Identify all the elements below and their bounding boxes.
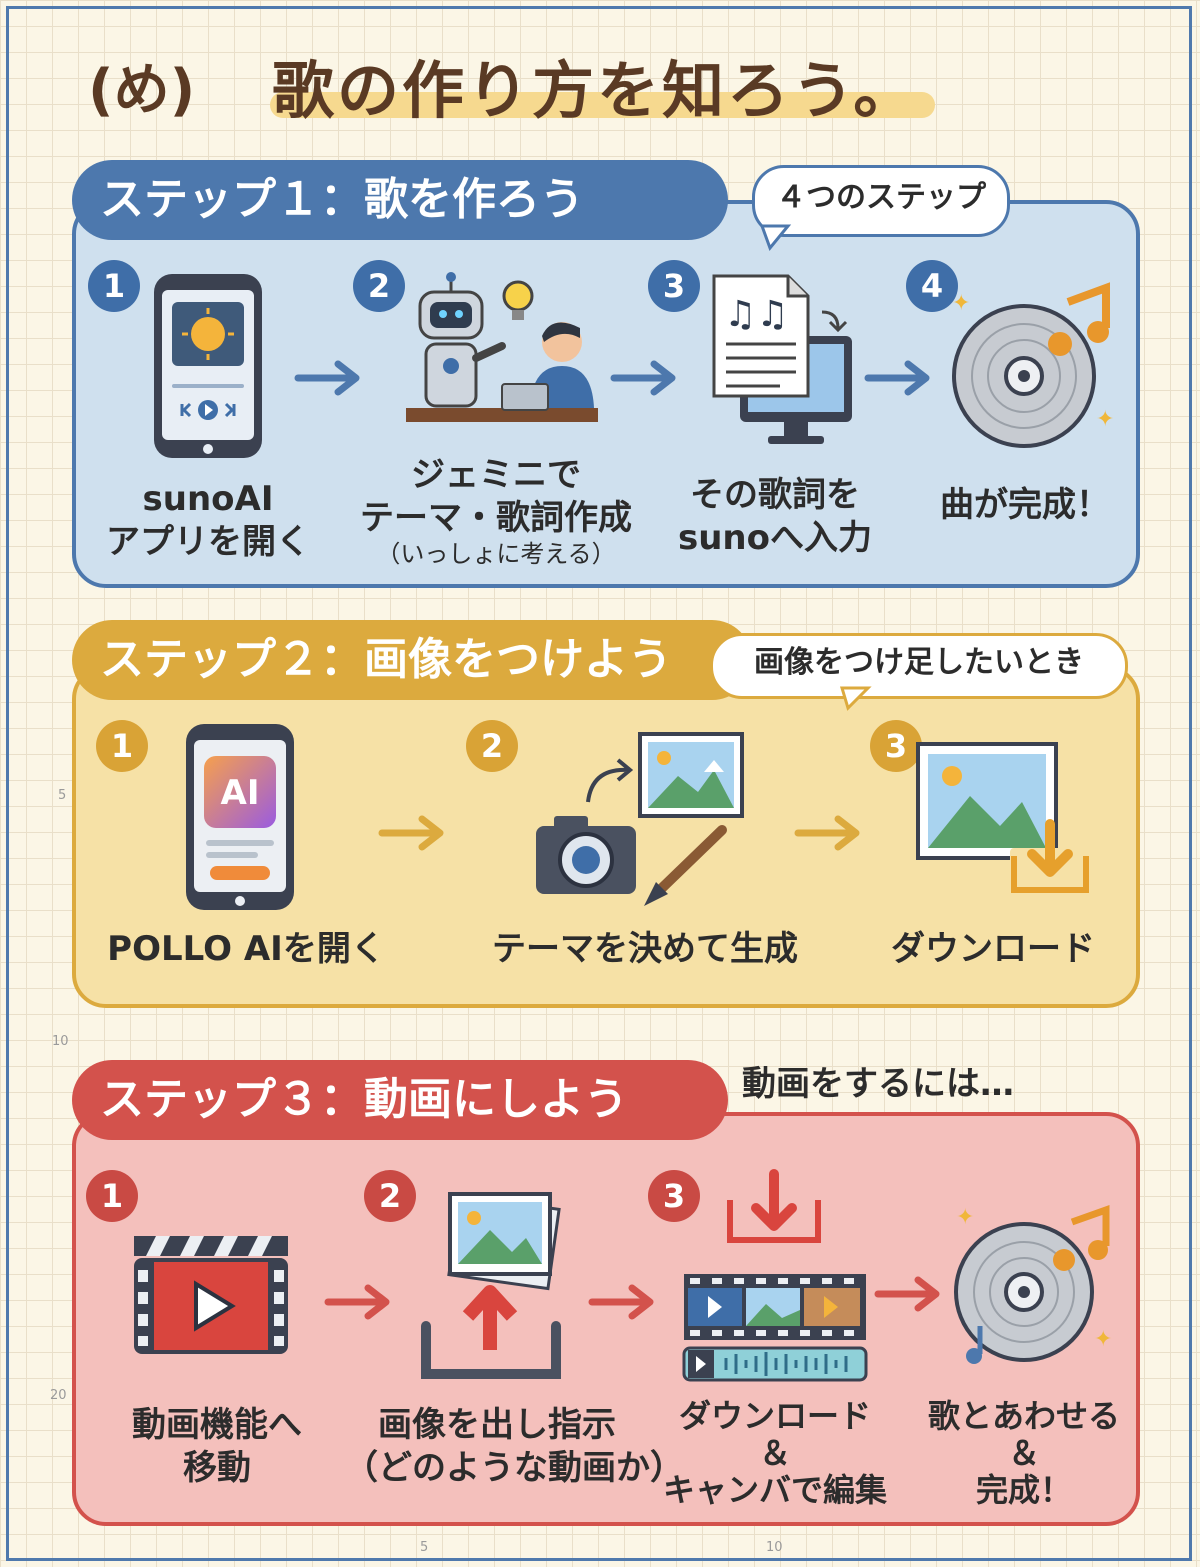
arrow-right-icon bbox=[294, 360, 360, 396]
svg-text:♫♫: ♫♫ bbox=[724, 294, 789, 335]
arrow-right-icon bbox=[794, 815, 860, 851]
step3-label-2-line1: 画像を出し指示 bbox=[378, 1405, 616, 1445]
smartphone-music-player-icon bbox=[154, 274, 262, 458]
page-title: 歌の作り方を知ろう。 bbox=[272, 54, 919, 127]
step2-label-3: ダウンロード bbox=[891, 929, 1095, 969]
ruler-tick: 5 bbox=[420, 1540, 429, 1555]
step2-speech-bubble: 画像をつけ足したいとき bbox=[710, 633, 1128, 699]
svg-text:✦: ✦ bbox=[1096, 407, 1114, 432]
video-edit-timeline-icon bbox=[682, 1169, 868, 1382]
step3-label-3: ダウンロード ＆ キャンバで編集 bbox=[650, 1398, 900, 1508]
svg-text:✦: ✦ bbox=[956, 1205, 974, 1230]
step2-number-2: 2 bbox=[466, 720, 518, 772]
music-disc-icon: ✦ ✦ bbox=[952, 282, 1114, 448]
arrow-right-icon bbox=[864, 360, 930, 396]
step1-label-2-line3: （いっしょに考える） bbox=[376, 540, 616, 568]
step3-label-4: 歌とあわせる ＆ 完成！ bbox=[906, 1398, 1142, 1508]
step1-number-4: 4 bbox=[906, 260, 958, 312]
ruler-tick: 20 bbox=[50, 1388, 67, 1403]
step3-number-3: 3 bbox=[648, 1170, 700, 1222]
camera-picture-brush-icon bbox=[536, 732, 744, 906]
title-prefix: (め) bbox=[88, 58, 196, 123]
step2-label-1: POLLO AIを開く bbox=[107, 929, 385, 969]
step1-label-2-line1: ジェミニで bbox=[411, 455, 581, 495]
step3-label-3-line2: ＆ bbox=[758, 1433, 791, 1472]
step3-label-4-line2: ＆ bbox=[1007, 1433, 1040, 1472]
step1-label-1-line1: sunoAI bbox=[142, 479, 274, 519]
step3-banner: ステップ３：動画にしよう bbox=[72, 1060, 728, 1140]
arrow-right-icon bbox=[588, 1284, 654, 1320]
step3-label-1: 動画機能へ 移動 bbox=[92, 1404, 342, 1489]
step1-label-3-line1: その歌詞を bbox=[690, 475, 860, 515]
arrow-right-icon bbox=[610, 360, 676, 396]
ruler-tick: 10 bbox=[52, 1034, 69, 1049]
step3-note: 動画をするには… bbox=[742, 1064, 1014, 1104]
image-upload-icon bbox=[421, 1192, 561, 1379]
music-disc-icon: ✦ ✦ bbox=[954, 1205, 1112, 1364]
step1-label-1-line2: アプリを開く bbox=[106, 521, 310, 562]
ruler-tick: 10 bbox=[766, 1540, 783, 1555]
bubble-tail-icon bbox=[759, 224, 792, 251]
step3-label-1-line1: 動画機能へ bbox=[132, 1405, 302, 1445]
step1-speech-bubble: ４つのステップ bbox=[752, 165, 1010, 237]
step1-number-3: 3 bbox=[648, 260, 700, 312]
ruler-tick: 5 bbox=[58, 788, 67, 803]
step1-banner: ステップ１：歌を作ろう bbox=[72, 160, 728, 240]
page-frame bbox=[6, 6, 1192, 1561]
step1-label-2: ジェミニで テーマ・歌詞作成 （いっしょに考える） bbox=[346, 454, 646, 569]
step3-label-2: 画像を出し指示 （どのような動画か） bbox=[344, 1404, 684, 1489]
lyrics-to-computer-icon: ♫♫ bbox=[712, 274, 852, 444]
arrow-right-icon bbox=[324, 1284, 390, 1320]
title-highlight bbox=[270, 92, 935, 118]
step2-number-3: 3 bbox=[870, 720, 922, 772]
bubble-tail-icon bbox=[839, 686, 872, 711]
step2-label-2: テーマを決めて生成 bbox=[492, 929, 798, 969]
step1-label-1: sunoAI アプリを開く bbox=[88, 478, 328, 563]
step3-label-3-line1: ダウンロード bbox=[678, 1397, 871, 1435]
svg-text:✦: ✦ bbox=[952, 291, 970, 316]
step3-label-2-line2: （どのような動画か） bbox=[344, 1447, 684, 1488]
arrow-right-icon bbox=[378, 815, 444, 851]
svg-text:AI: AI bbox=[221, 773, 260, 813]
step3-label-4-line3: 完成！ bbox=[975, 1470, 1072, 1509]
arrow-right-icon bbox=[874, 1276, 940, 1312]
step1-label-2-line2: テーマ・歌詞作成 bbox=[360, 497, 632, 538]
step1-label-3: その歌詞を sunoへ入力 bbox=[660, 474, 890, 559]
step3-label-1-line2: 移動 bbox=[183, 1447, 251, 1488]
step2-banner: ステップ２：画像をつけよう bbox=[72, 620, 752, 700]
step3-label-3-line3: キャンバで編集 bbox=[662, 1470, 887, 1509]
ai-app-phone-icon: AI bbox=[186, 724, 294, 910]
step3-number-1: 1 bbox=[86, 1170, 138, 1222]
step2-number-1: 1 bbox=[96, 720, 148, 772]
image-download-icon bbox=[916, 742, 1089, 894]
svg-text:✦: ✦ bbox=[1094, 1327, 1112, 1352]
step3-label-4-line1: 歌とあわせる bbox=[927, 1397, 1120, 1435]
step3-number-2: 2 bbox=[364, 1170, 416, 1222]
robot-and-person-icon bbox=[406, 272, 598, 422]
step1-label-3-line2: sunoへ入力 bbox=[677, 517, 872, 558]
step1-label-4: 曲が完成！ bbox=[940, 485, 1110, 525]
step1-number-1: 1 bbox=[88, 260, 140, 312]
step1-number-2: 2 bbox=[353, 260, 405, 312]
video-clapper-icon bbox=[134, 1236, 288, 1354]
